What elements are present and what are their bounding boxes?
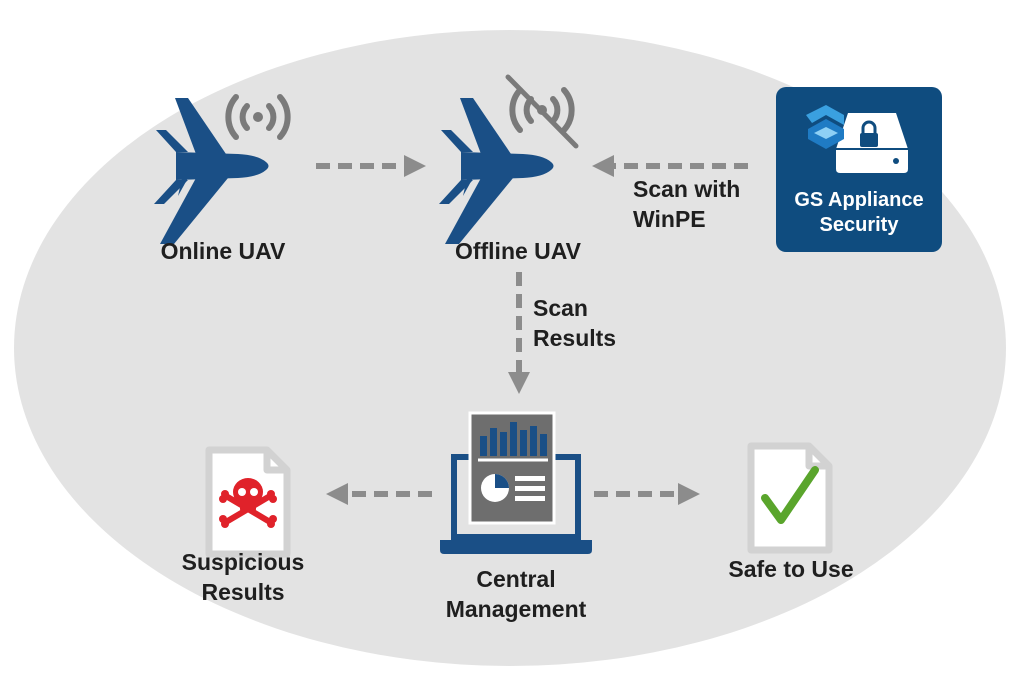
arrow-offline-to-central — [508, 272, 530, 394]
suspicious-line1: Suspicious — [181, 549, 305, 575]
laptop-report-icon — [440, 411, 592, 554]
arrow-central-to-suspicious — [326, 483, 432, 505]
scan-results-line2: Results — [533, 325, 617, 351]
suspicious-line2: Results — [201, 579, 285, 605]
central-line2: Management — [445, 596, 587, 622]
arrow-appliance-to-offline — [592, 155, 748, 177]
online-uav-label: Online UAV — [160, 238, 286, 264]
central-management-label: Central Management — [411, 564, 621, 624]
gs-label-line1: GS Appliance — [794, 189, 924, 211]
safe-to-use-label: Safe to Use — [728, 556, 854, 582]
skull-document-icon — [209, 450, 287, 554]
arrow-central-to-safe — [594, 483, 700, 505]
signal-off-icon — [505, 74, 579, 149]
gs-appliance-security-box: GS Appliance Security — [776, 87, 942, 252]
scan-results-line1: Scan — [533, 295, 588, 321]
gs-appliance-label: GS Appliance Security — [776, 188, 942, 238]
scan-with-winpe-line2: WinPE — [633, 206, 706, 232]
offline-uav-label: Offline UAV — [454, 238, 582, 264]
scan-with-winpe-line1: Scan with — [633, 176, 741, 202]
suspicious-results-label: Suspicious Results — [148, 547, 338, 607]
gs-label-line2: Security — [819, 214, 899, 236]
scan-results-label: Scan Results — [533, 293, 616, 353]
arrow-online-to-offline — [316, 155, 426, 177]
scan-with-winpe-label: Scan with WinPE — [633, 174, 740, 234]
hard-drive-lock-icon — [806, 105, 908, 173]
check-document-icon — [751, 446, 829, 550]
central-line1: Central — [476, 566, 556, 592]
